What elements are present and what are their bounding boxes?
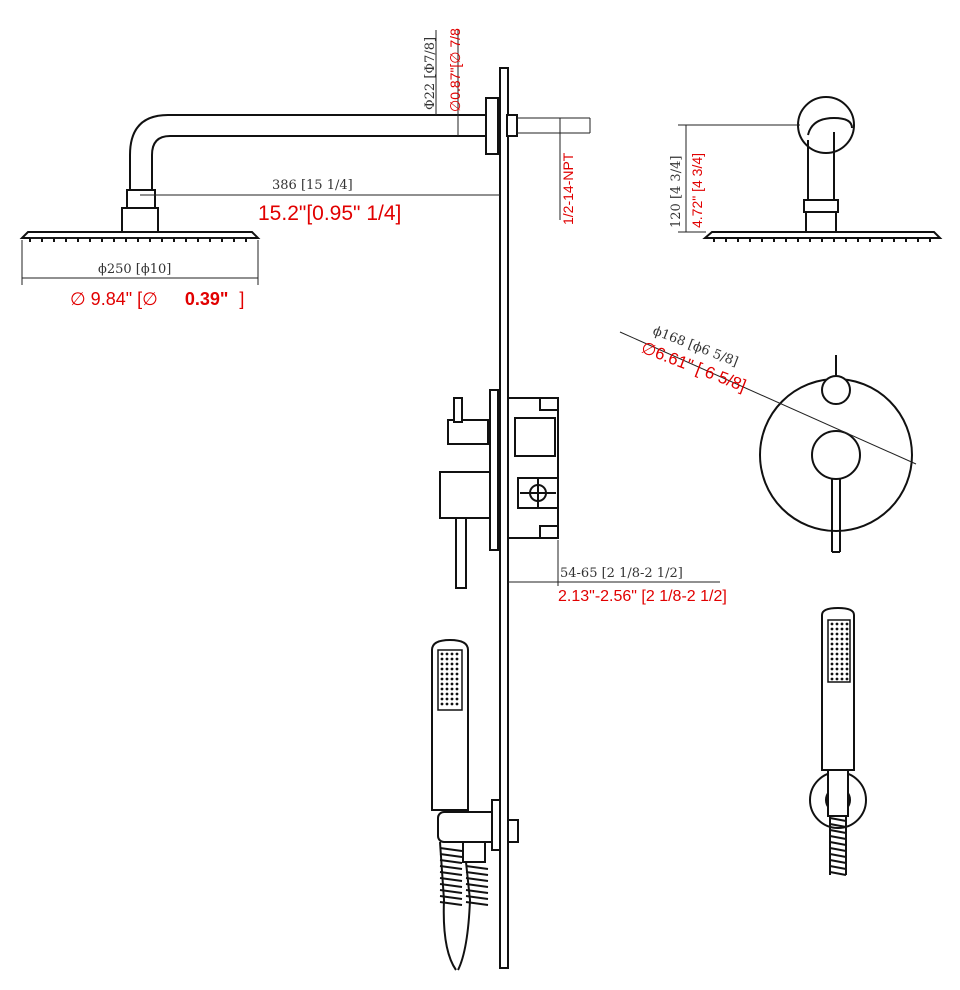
- valve-assembly: [439, 389, 559, 589]
- nozzle-row: [29, 238, 247, 242]
- head-diameter-mm-label: ϕ250 [ϕ10]: [98, 262, 171, 277]
- rain-shower-head: [19, 207, 261, 239]
- head-diameter-in-label: ∅ 9.84" [∅ 0.39" ]: [70, 289, 244, 309]
- hand-shower-front: [809, 606, 867, 876]
- side-view-head: [678, 96, 943, 239]
- drop-mm-label: 120 [4 3/4]: [669, 156, 684, 228]
- shower-arm: [126, 97, 591, 209]
- depth-in-label: 2.13"-2.56" [2 1/8-2 1/2]: [558, 588, 727, 605]
- arm-length-mm-label: 386 [15 1/4]: [272, 178, 353, 193]
- drop-in-label: 4.72" [4 3/4]: [689, 153, 705, 228]
- wall-plate: [499, 67, 509, 969]
- nozzle-row: [713, 238, 931, 242]
- hand-shower: [431, 638, 519, 971]
- depth-mm-label: 54-65 [2 1/8-2 1/2]: [560, 566, 683, 581]
- pipe-diameter-in-label: ∅0.87"[∅ 7/8: [447, 28, 463, 112]
- thread-label: 1/2-14-NPT: [560, 152, 576, 225]
- valve-trim-front: [619, 331, 917, 553]
- pipe-diameter-mm-label: Φ22 [Φ7/8]: [423, 37, 438, 110]
- arm-length-in-label: 15.2"[0.95" 1/4]: [258, 202, 401, 225]
